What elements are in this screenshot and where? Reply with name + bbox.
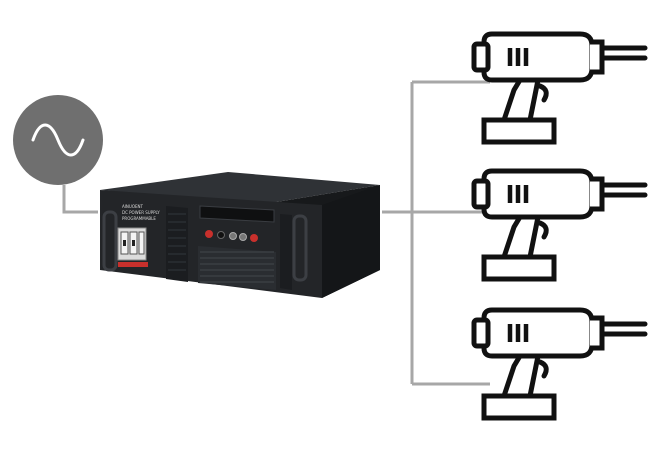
load-drill-2 <box>474 171 645 279</box>
drill-icon <box>474 34 645 142</box>
circuit-breaker <box>117 227 148 267</box>
gray-knob-1 <box>229 232 237 240</box>
right-rack-handle <box>292 214 308 282</box>
load-drill-3 <box>474 310 645 418</box>
wiring <box>62 80 490 386</box>
drill-icon <box>474 171 645 279</box>
front-controls <box>205 230 258 242</box>
display-strip <box>199 205 275 223</box>
ac-sine-icon <box>31 123 85 157</box>
cabinet-top-face <box>100 172 380 205</box>
drill-icon <box>474 310 645 418</box>
source-wire <box>62 185 98 214</box>
load-drill-1 <box>474 34 645 142</box>
brand-label: AINUOENT <box>122 204 144 209</box>
rack-power-cabinet: AINUOENT DC POWER SUPPLY PROGRAMMABLE <box>100 172 380 298</box>
red-button <box>250 234 258 242</box>
panel-line-1: DC POWER SUPPLY <box>122 210 160 215</box>
left-rack-handle <box>102 210 118 272</box>
gray-knob-2 <box>239 233 247 241</box>
center-vent-grille <box>198 246 276 290</box>
left-vent-grille <box>166 206 188 282</box>
ac-source <box>13 95 103 185</box>
panel-line-2: PROGRAMMABLE <box>122 216 156 221</box>
red-terminal <box>205 230 213 238</box>
black-terminal <box>217 231 225 239</box>
